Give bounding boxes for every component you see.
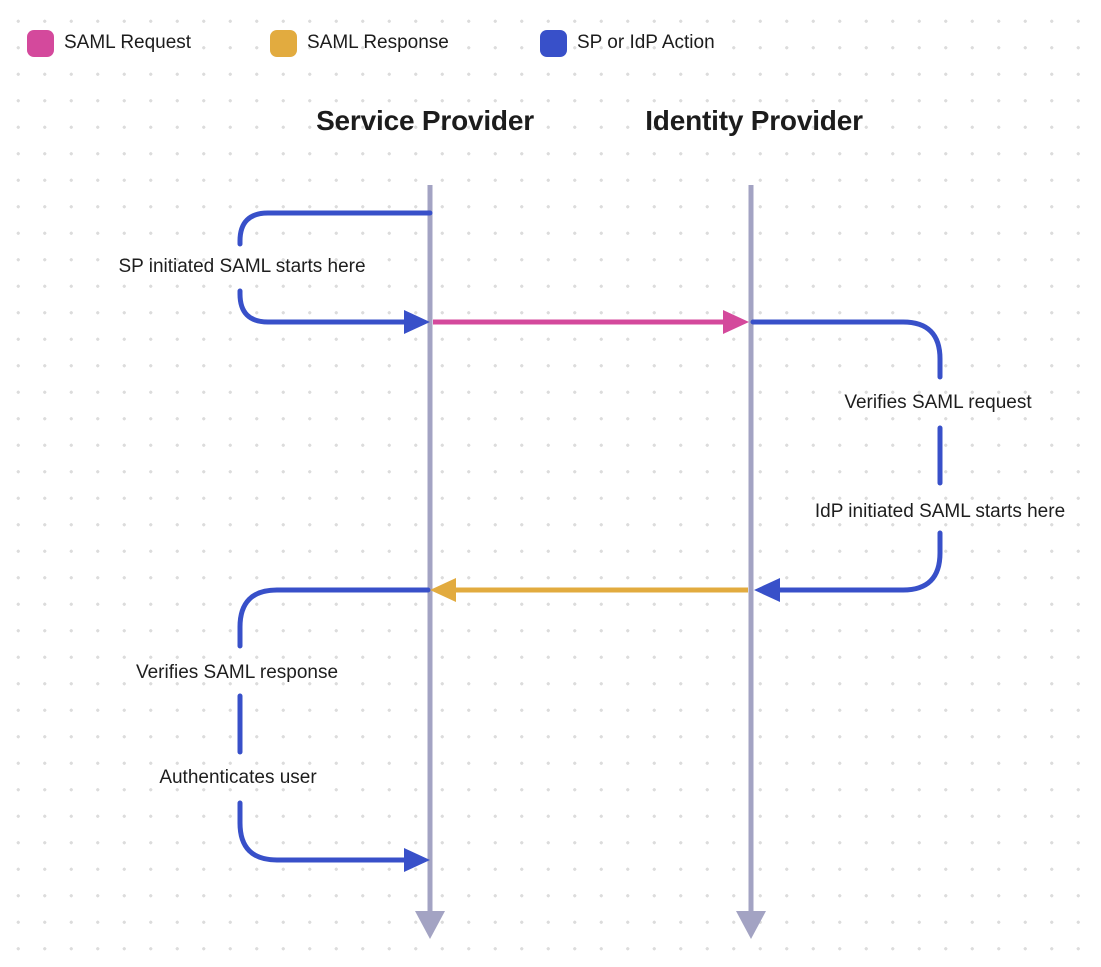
sp-idp-action-swatch-icon — [540, 29, 567, 57]
saml-response-swatch-icon — [270, 29, 297, 57]
legend-item-saml-response: SAML Response — [270, 29, 449, 57]
loop-sp-initiated-arrowhead-icon — [404, 310, 430, 334]
legend-label-saml-request: SAML Request — [64, 32, 192, 53]
loop-sp-initiated — [237, 210, 433, 325]
loop-idp-actions-arrowhead-icon — [754, 578, 780, 602]
saml-request-arrowhead-icon — [723, 310, 749, 334]
arrow-saml-request — [433, 310, 749, 334]
label-verifies-saml-request: Verifies SAML request — [844, 392, 1032, 413]
loop-sp-actions-arrowhead-icon — [404, 848, 430, 872]
label-verifies-saml-response: Verifies SAML response — [135, 662, 339, 683]
legend-label-sp-idp-action: SP or IdP Action — [577, 32, 715, 53]
label-sp-initiated: SP initiated SAML starts here — [118, 256, 366, 277]
loop-idp-actions — [750, 319, 943, 593]
legend: SAML Request SAML Response SP or IdP Act… — [0, 0, 1101, 70]
legend-label-saml-response: SAML Response — [307, 32, 449, 53]
legend-item-sp-idp-action: SP or IdP Action — [540, 29, 715, 57]
lifeline-identity-provider — [736, 185, 766, 939]
lane-title-identity-provider: Identity Provider — [645, 105, 863, 136]
lifeline-idp-arrow-down-icon — [736, 911, 766, 939]
lifeline-sp-arrow-down-icon — [415, 911, 445, 939]
saml-request-swatch-icon — [27, 29, 54, 57]
label-authenticates-user: Authenticates user — [159, 767, 317, 788]
legend-item-saml-request: SAML Request — [27, 29, 191, 57]
loop-sp-actions — [237, 587, 431, 863]
lifeline-service-provider — [415, 185, 445, 939]
saml-response-arrowhead-icon — [430, 578, 456, 602]
label-idp-initiated: IdP initiated SAML starts here — [814, 501, 1066, 522]
arrow-saml-response — [430, 578, 748, 602]
lane-title-service-provider: Service Provider — [316, 105, 534, 136]
